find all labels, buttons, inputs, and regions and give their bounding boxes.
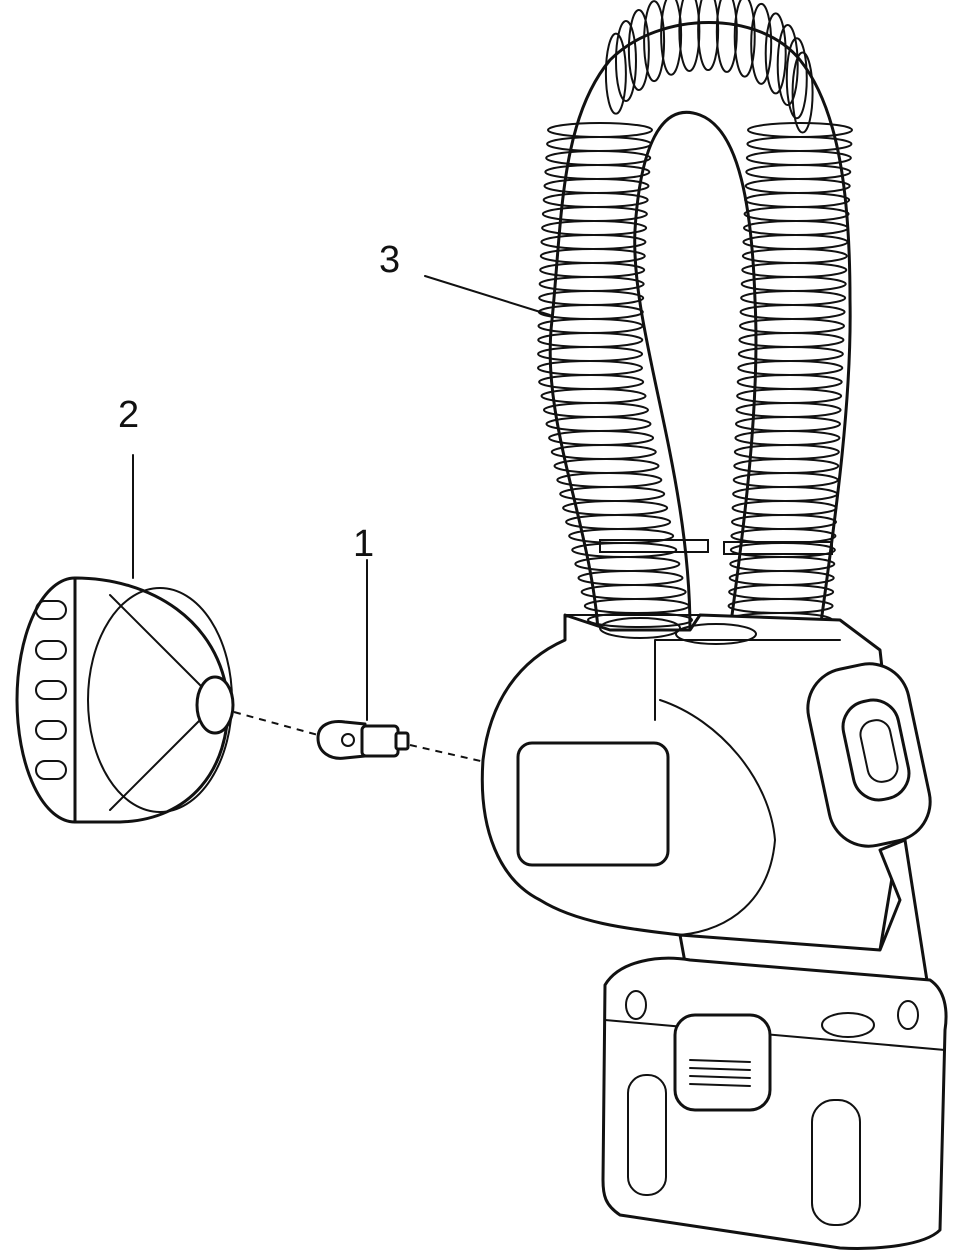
gooseneck-rib: [587, 612, 693, 628]
gooseneck-ribs-left: [537, 0, 814, 628]
callout-label-2: 2: [118, 394, 139, 436]
gooseneck-rib-top: [764, 12, 787, 95]
neck-socket-left: [599, 617, 681, 639]
battery-pack: [601, 956, 948, 1250]
battery-vent-2: [821, 1012, 875, 1038]
release-button-grip: [689, 1059, 751, 1087]
release-button: [673, 1013, 772, 1112]
gooseneck-rib-top: [627, 8, 650, 91]
battery-vent-3: [897, 1000, 919, 1030]
lens-cap-grip-slots: [35, 600, 67, 780]
bulb: [316, 720, 410, 760]
battery-vent-1: [625, 990, 647, 1020]
flexible-gooseneck: [537, 0, 853, 632]
grip-slot: [35, 680, 67, 700]
neck-socket-right: [675, 623, 757, 645]
label-window: [516, 741, 670, 867]
gooseneck-rib-top: [604, 32, 627, 115]
grip-slot: [35, 760, 67, 780]
lens-cap: [15, 576, 235, 824]
gooseneck-ribs-right: [727, 122, 853, 628]
neck-band-right: [723, 541, 833, 555]
gooseneck-rib-top: [785, 37, 808, 120]
grip-slot: [35, 600, 67, 620]
gooseneck-rib-top: [733, 0, 756, 78]
callout-label-3: 3: [379, 239, 400, 281]
battery-rib-2: [811, 1099, 861, 1226]
gooseneck-rib-top: [791, 51, 814, 134]
assembly-axis-line: [233, 711, 486, 763]
gooseneck-rib-top: [678, 0, 701, 72]
gooseneck-rib-top: [660, 0, 683, 76]
gooseneck-rib-top: [643, 0, 666, 83]
gooseneck-rib-top: [750, 2, 773, 85]
power-switch: [806, 662, 932, 848]
light-head-body: [480, 613, 902, 952]
grip-slot: [35, 640, 67, 660]
leader-line-3: [424, 275, 551, 316]
callout-label-1: 1: [353, 523, 374, 565]
gooseneck-rib-top: [715, 0, 738, 73]
gooseneck-rib-top: [614, 19, 637, 102]
gooseneck-rib-top: [776, 24, 799, 107]
lens-center-boss: [195, 675, 235, 735]
battery-rib-1: [627, 1074, 667, 1196]
neck-band-left: [599, 539, 709, 553]
grip-slot: [35, 720, 67, 740]
gooseneck-rib-top: [697, 0, 720, 72]
